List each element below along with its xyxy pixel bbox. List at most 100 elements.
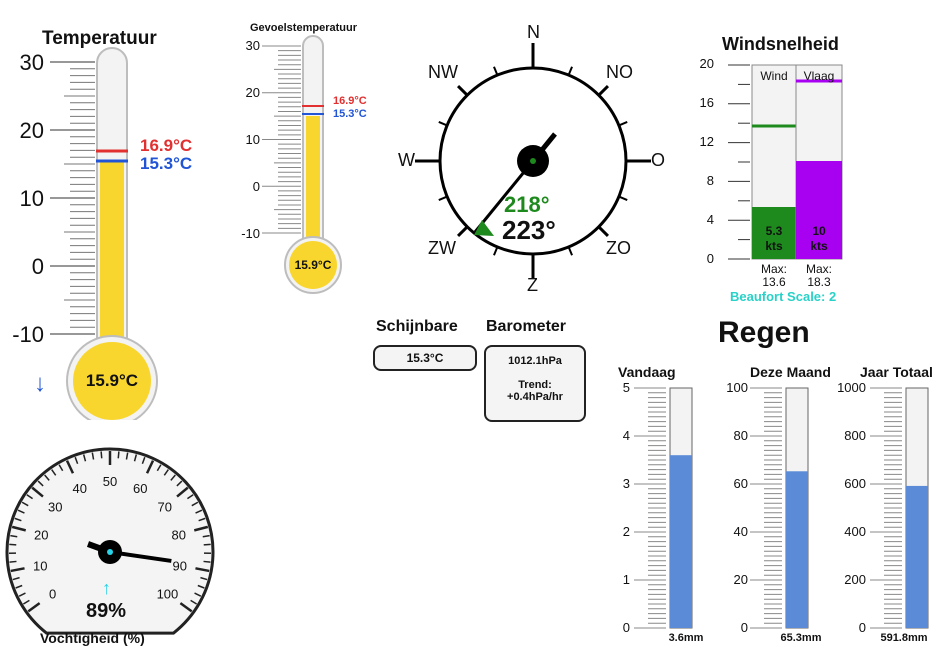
humidity-tick (17, 509, 25, 514)
humidity-tick (82, 454, 87, 462)
temperature-thermometer (50, 47, 158, 420)
rain-gauges (634, 387, 929, 629)
compass-tick (567, 66, 573, 76)
humidity-tick (21, 501, 29, 507)
humidity-tick (9, 560, 17, 563)
rain-year-tick-label: 600 (844, 476, 866, 491)
rain-month-tick-label: 40 (733, 524, 748, 539)
humidity-tick (203, 560, 211, 563)
rain-fill (906, 485, 928, 628)
humidity-tick (191, 501, 199, 507)
compass-tick (456, 84, 469, 97)
compass-tick (493, 246, 499, 256)
rain-month-tick-label: 80 (733, 428, 748, 443)
rain-month-value: 65.3mm (780, 632, 822, 644)
humidity-tick (26, 494, 34, 500)
windspeed-tick-label: 20 (699, 56, 714, 71)
humidity-scale-label: 100 (157, 587, 179, 602)
humidity-tick (31, 486, 44, 498)
rain-year-tick-label: 200 (844, 572, 866, 587)
humidity-tick (14, 517, 22, 522)
apparent-value-box: 15.3°C (373, 345, 477, 371)
compass-direction: 223° (502, 215, 556, 245)
apparent-temp-title: Gevoelstemperatuur (250, 22, 357, 34)
humidity-scale-label: 90 (173, 558, 187, 573)
wind-value: 5.3 (765, 224, 783, 238)
apparent-temp-fill (306, 116, 320, 256)
humidity-tick (202, 534, 210, 538)
apparent-temp-bulb-label: 15.9°C (294, 258, 332, 272)
compass-label-ne: NO (606, 62, 633, 82)
rain-today-value: 3.6mm (668, 632, 704, 644)
barometer-box: 1012.1hPa Trend: +0.4hPa/hr (484, 345, 586, 422)
rain-year-tick-label: 0 (858, 620, 866, 635)
humidity-scale-label: 80 (172, 527, 186, 542)
rain-today-tick-label: 4 (622, 428, 630, 443)
apparent-temp-max-label: 16.9°C (333, 95, 367, 107)
wind-max-prefix: Max: (760, 262, 787, 276)
apparent-value: 15.3°C (406, 351, 444, 365)
windspeed-title: Windsnelheid (722, 34, 839, 54)
temperature-tick-label: 30 (19, 50, 44, 75)
humidity-tick (100, 451, 103, 459)
apparent-title: Schijnbare (376, 318, 458, 335)
rain-year-tick-label: 1000 (837, 380, 866, 395)
rain-month-tick-label: 100 (726, 380, 748, 395)
rain-today-tick-label: 1 (622, 572, 630, 587)
temperature-tick-label: 20 (19, 118, 44, 143)
humidity-tick (190, 599, 197, 605)
rain-title: Regen (718, 316, 810, 349)
compass-label-s: Z (527, 275, 538, 295)
humidity-tick (15, 584, 23, 589)
rain-month-title: Deze Maand (750, 364, 831, 380)
humidity-scale-label: 20 (34, 527, 48, 542)
rain-month-tick-label: 60 (733, 476, 748, 491)
humidity-scale-label: 60 (133, 481, 147, 496)
humidity-tick (91, 452, 95, 460)
rain-today-tick-label: 2 (622, 524, 630, 539)
humidity-tick (12, 576, 20, 581)
compass-label-sw: ZW (428, 238, 456, 258)
humidity-tick (65, 460, 75, 474)
compass-tick (618, 195, 628, 201)
humidity-tick (10, 534, 18, 538)
humidity-title: Vochtigheid (%) (40, 630, 145, 646)
apparent-temp-ticks (262, 45, 301, 234)
humidity-scale-label: 50 (103, 474, 117, 489)
humidity-ticks (8, 451, 212, 613)
temperature-tick-label: -10 (12, 322, 44, 347)
windspeed-axis (728, 64, 750, 260)
compass-tick (493, 66, 499, 76)
humidity-tick (163, 469, 169, 476)
rain-today-gauge (634, 387, 693, 629)
rain-year-title: Jaar Totaal (860, 364, 933, 380)
compass-label-w: W (398, 150, 415, 170)
rain-year-value: 591.8mm (880, 632, 928, 644)
rain-today-tick-label: 5 (622, 380, 630, 395)
compass-tick (567, 246, 573, 256)
humidity-tick (194, 592, 202, 597)
rain-month-tick-label: 0 (740, 620, 748, 635)
apparent-temp-tick-label: 10 (245, 132, 260, 147)
temperature-tick-label: 10 (19, 186, 44, 211)
wind-column-label: Wind (760, 69, 788, 83)
humidity-tick (18, 592, 26, 597)
windspeed-tick-label: 0 (706, 251, 714, 266)
humidity-tick (117, 451, 120, 459)
rain-month-gauge (750, 387, 809, 629)
rain-year-tick-label: 400 (844, 524, 866, 539)
windspeed-tick-label: 12 (699, 134, 714, 149)
humidity-tick (193, 525, 209, 532)
rain-today-tick-label: 3 (622, 476, 630, 491)
humidity-tick (23, 599, 30, 605)
humidity-scale-label: 40 (73, 481, 87, 496)
humidity-tick (186, 494, 194, 500)
compass-label-e: O (651, 150, 666, 170)
apparent-temp-tick-label: -10 (241, 226, 260, 241)
humidity-tick (125, 452, 129, 460)
humidity-tick (198, 517, 206, 522)
temperature-min-label: 15.3°C (140, 154, 193, 173)
temperature-bulb-label: 15.9°C (85, 371, 139, 390)
humidity-scale-label: 0 (49, 587, 56, 602)
gust-unit: kts (810, 239, 828, 253)
